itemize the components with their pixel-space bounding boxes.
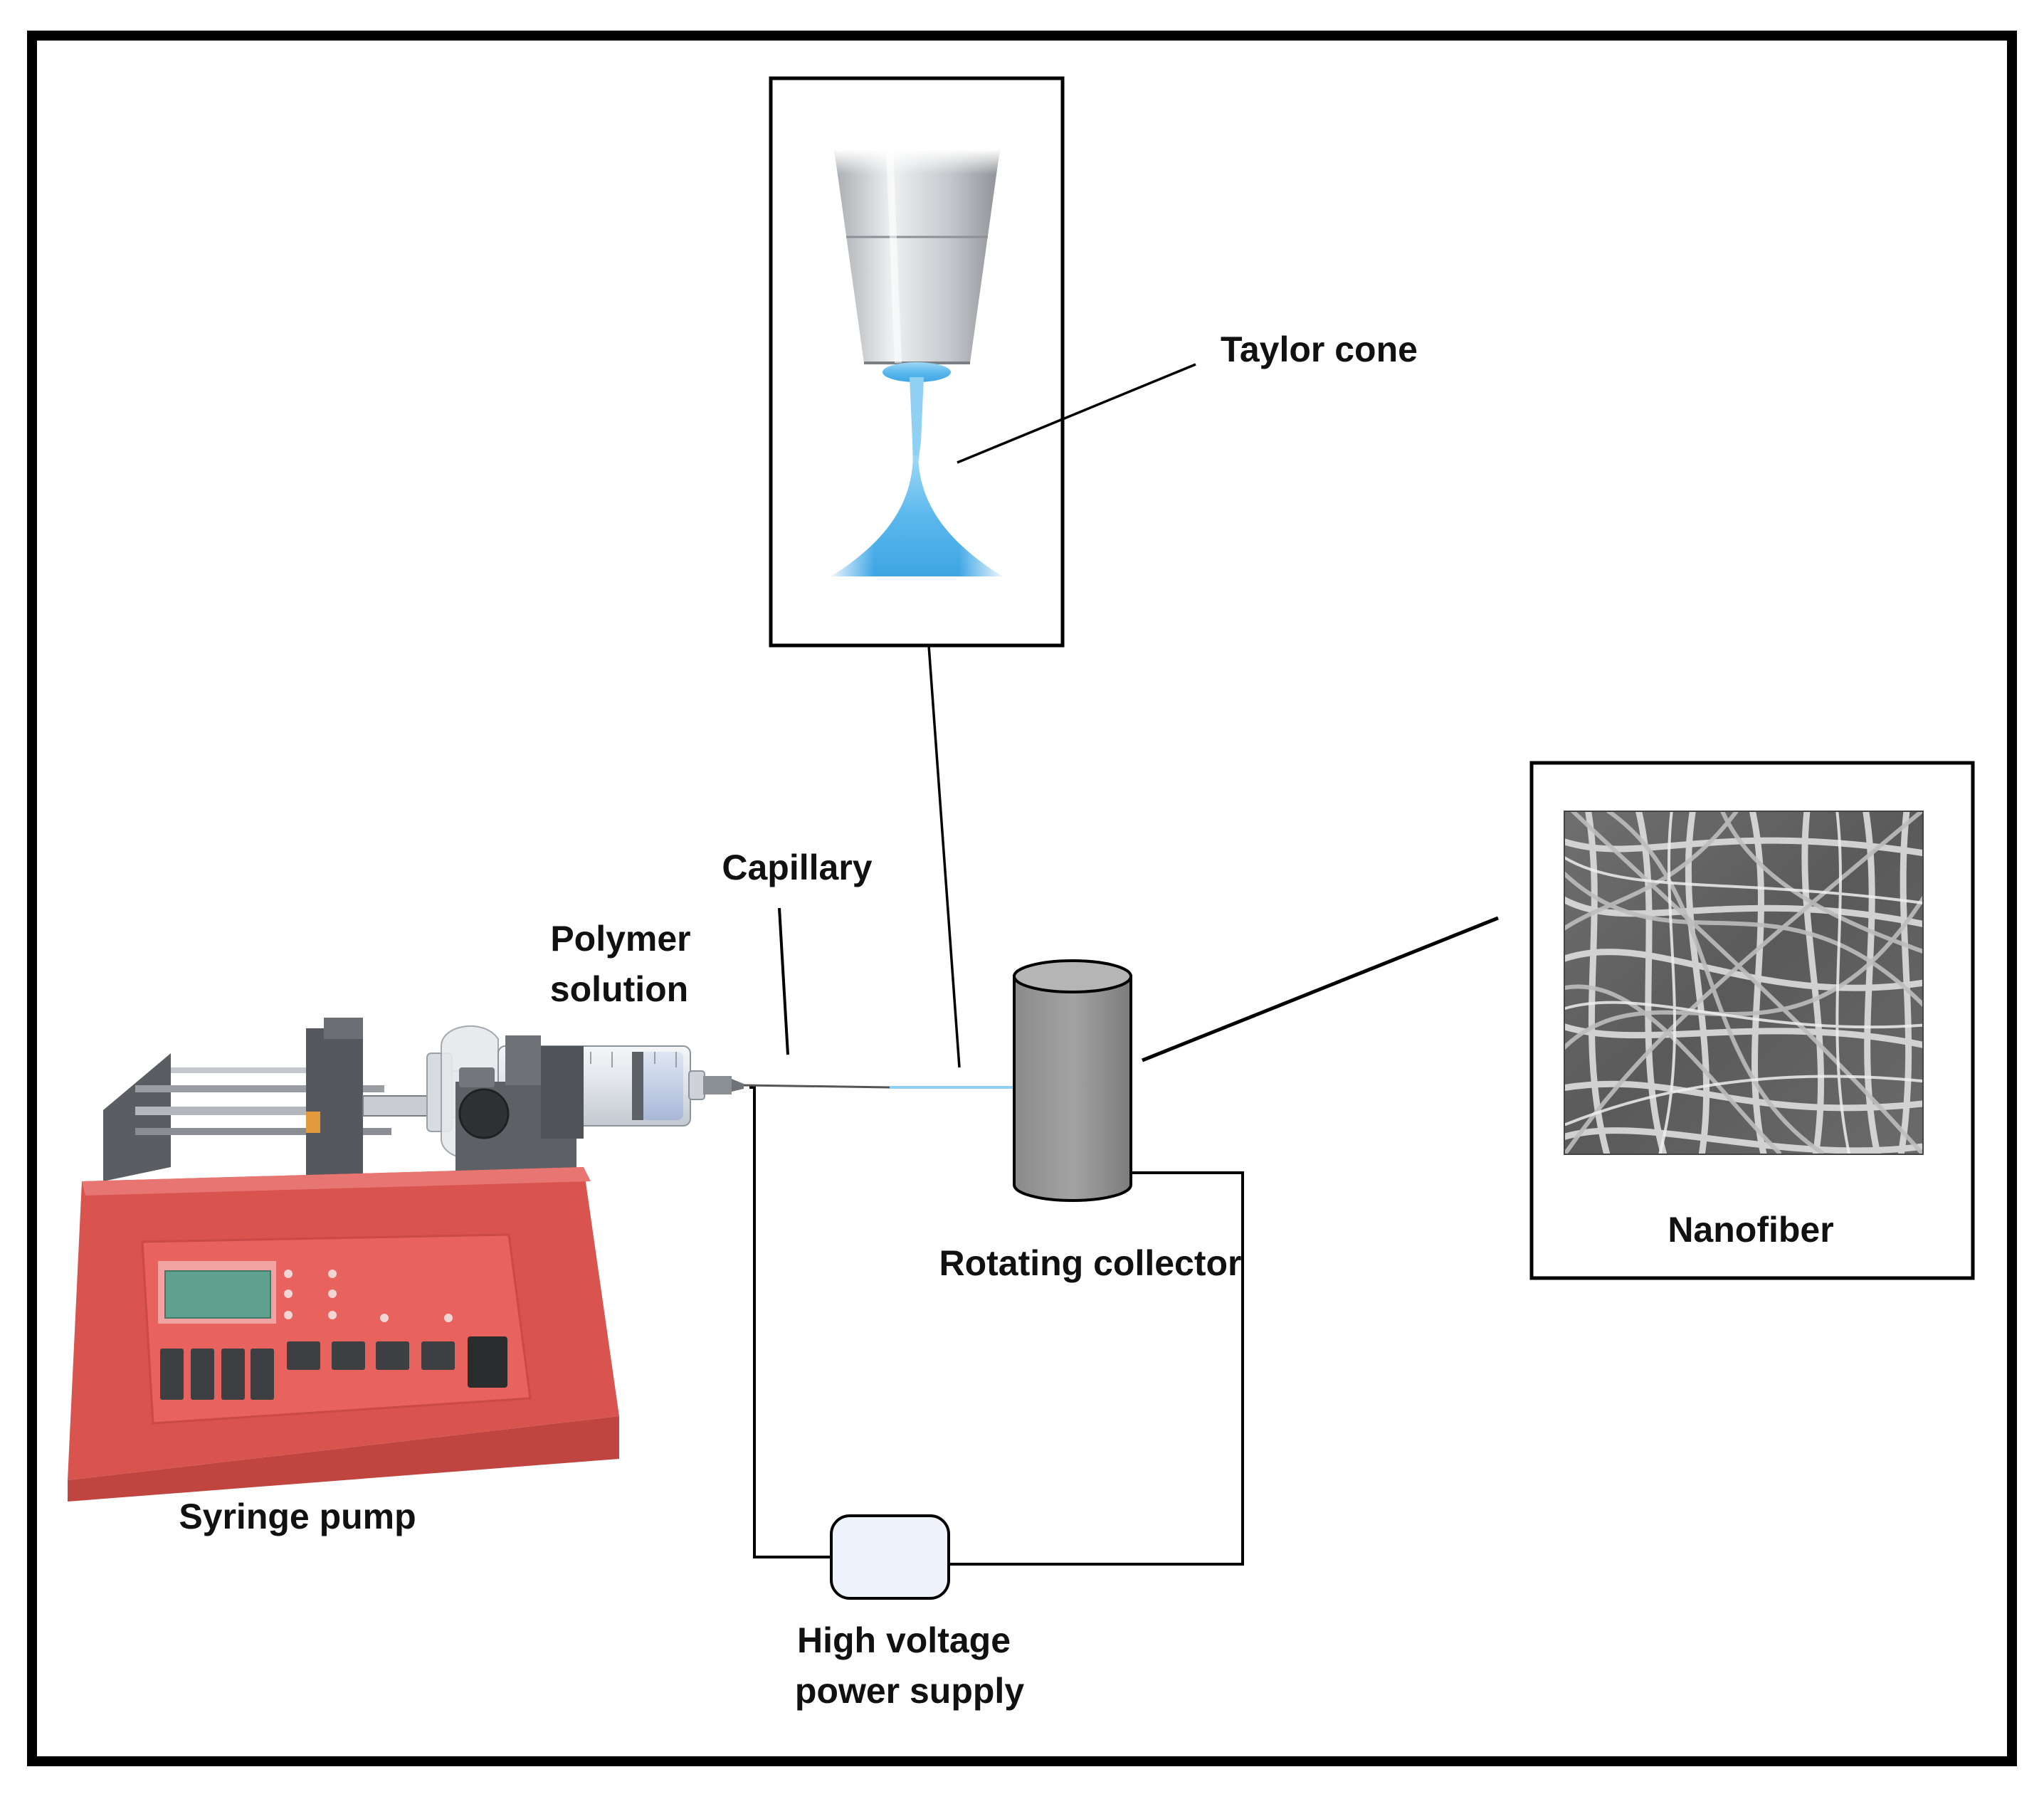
taylor-cone-inset xyxy=(769,76,1196,648)
nozzle-illustration xyxy=(834,149,1000,364)
nanofiber-pointer-line xyxy=(1142,916,1499,1062)
taylor-cone-pointer-line xyxy=(957,363,1196,464)
pump-body xyxy=(68,1167,619,1502)
pump-buttons xyxy=(160,1336,507,1400)
high-voltage-power-supply xyxy=(830,1514,950,1600)
label-power-supply-line1: High voltage xyxy=(797,1620,1011,1660)
taylor-cone-jet xyxy=(831,362,1002,576)
label-polymer-solution-line2: solution xyxy=(550,969,688,1009)
capillary xyxy=(743,1084,1016,1089)
pump-display xyxy=(158,1261,276,1324)
label-nanofiber: Nanofiber xyxy=(1668,1210,1833,1250)
inset-connector-line xyxy=(927,645,961,1068)
label-power-supply-line2: power supply xyxy=(795,1671,1024,1711)
pump-rails xyxy=(103,1018,442,1185)
rotating-collector xyxy=(1013,959,1132,1202)
capillary-pointer-line xyxy=(778,907,789,1055)
outer-frame xyxy=(27,31,2017,1766)
label-syringe-pump: Syringe pump xyxy=(179,1497,416,1536)
label-polymer-solution-line1: Polymer xyxy=(550,919,690,959)
pump-indicator-dots xyxy=(284,1270,453,1322)
label-capillary: Capillary xyxy=(722,848,872,887)
nanofiber-inset xyxy=(1529,761,1975,1280)
label-rotating-collector: Rotating collector xyxy=(939,1243,1241,1283)
nanofiber-sem-image xyxy=(1564,811,1923,1154)
syringe-pump xyxy=(68,1018,744,1502)
label-taylor-cone: Taylor cone xyxy=(1221,329,1418,369)
circuit-wires xyxy=(749,1086,1244,1566)
